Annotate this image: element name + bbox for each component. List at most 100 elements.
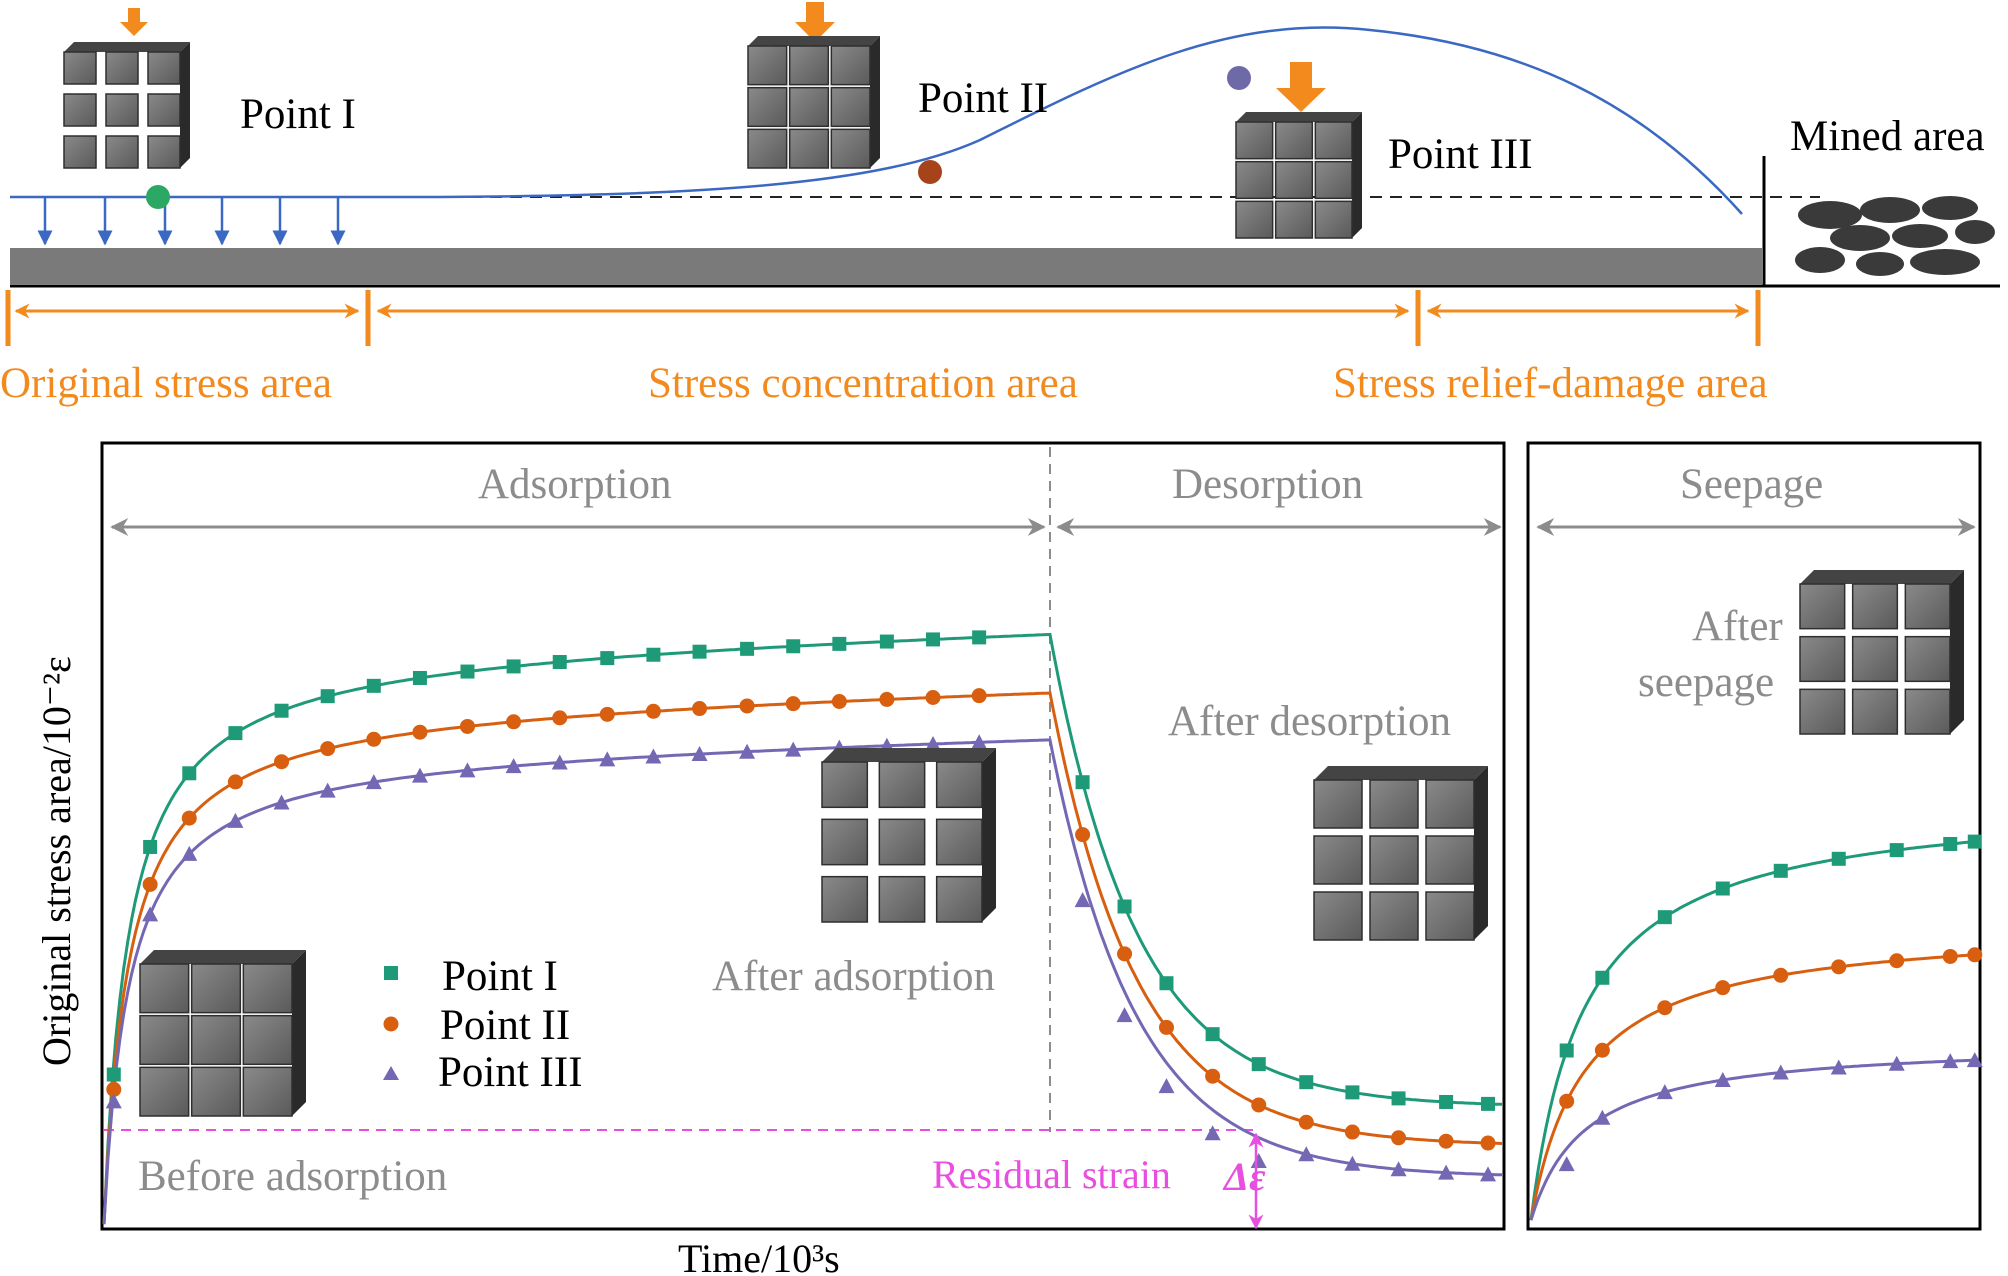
point-1-label: Point I <box>240 91 356 138</box>
seepage-marker-point-ii <box>1559 1093 1575 1109</box>
seepage-marker-point-i <box>1595 970 1610 985</box>
coal-cube-loose-icon <box>63 42 190 169</box>
marker-point-i <box>1481 1096 1496 1111</box>
marker-point-ii <box>142 876 158 892</box>
seepage-marker-point-ii <box>1657 1000 1673 1016</box>
marker-point-i <box>1299 1075 1314 1090</box>
point-2-marker <box>918 160 942 184</box>
marker-point-iii <box>1116 1007 1133 1023</box>
marker-point-i <box>832 636 847 651</box>
y-axis-label: Original stress area/10⁻²ε <box>34 656 79 1066</box>
zone-label-original: Original stress area <box>0 360 332 407</box>
marker-point-i <box>274 703 289 718</box>
zone-label-relief: Stress relief-damage area <box>1333 360 1768 407</box>
marker-point-ii <box>739 698 755 714</box>
marker-point-i <box>646 647 661 662</box>
marker-point-ii <box>1158 1019 1174 1035</box>
marker-point-i <box>506 659 521 674</box>
marker-point-ii <box>971 688 987 704</box>
zone-brackets <box>5 290 1761 346</box>
marker-point-i <box>1117 899 1132 914</box>
seepage-marker-point-i <box>1831 851 1846 866</box>
marker-point-iii <box>459 762 476 778</box>
seepage-marker-point-ii <box>1773 967 1789 983</box>
seepage-marker-point-ii <box>1942 948 1958 964</box>
seepage-marker-point-iii <box>1714 1071 1731 1087</box>
marker-point-iii <box>1438 1164 1455 1180</box>
marker-point-ii <box>1344 1124 1360 1140</box>
marker-point-iii <box>142 906 159 922</box>
after-desorption-label: After desorption <box>1168 698 1451 745</box>
seepage-marker-point-iii <box>1888 1055 1905 1071</box>
marker-point-i <box>1205 1027 1220 1042</box>
coal-cube-compressed-icon <box>747 36 880 169</box>
legend-label-point-3: Point III <box>438 1049 583 1096</box>
marker-point-ii <box>552 710 568 726</box>
after-seepage-label-line-2: seepage <box>1638 659 1774 706</box>
marker-point-i <box>106 1067 121 1082</box>
seepage-marker-point-iii <box>1966 1052 1983 1068</box>
marker-point-ii <box>106 1081 122 1097</box>
marker-point-ii <box>645 703 661 719</box>
marker-point-iii <box>551 754 568 770</box>
seepage-marker-point-i <box>1715 881 1730 896</box>
marker-point-i <box>143 839 158 854</box>
marker-point-ii <box>1075 827 1091 843</box>
marker-point-ii <box>366 731 382 747</box>
marker-point-iii <box>1344 1155 1361 1171</box>
coal-cube-after-seepage-icon <box>1799 570 1964 735</box>
marker-point-iii <box>785 741 802 757</box>
coal-cube-after-adsorption-icon <box>821 748 996 923</box>
legend-marker-point-1 <box>384 966 398 980</box>
legend-label-point-2: Point II <box>440 1002 570 1049</box>
marker-point-i <box>1159 976 1174 991</box>
adsorption-label: Adsorption <box>478 461 672 508</box>
marker-point-ii <box>412 724 428 740</box>
marker-point-ii <box>1438 1133 1454 1149</box>
marker-point-i <box>600 651 615 666</box>
seepage-marker-point-iii <box>1558 1156 1575 1172</box>
marker-point-iii <box>1480 1166 1497 1182</box>
zone-label-concentration: Stress concentration area <box>648 360 1078 407</box>
chart-frame-seepage <box>1526 441 1982 1231</box>
marker-point-i <box>740 641 755 656</box>
seepage-marker-point-iii <box>1772 1064 1789 1080</box>
coal-seam-bar <box>10 248 1762 284</box>
marker-point-i <box>182 766 197 781</box>
seepage-marker-point-ii <box>1715 980 1731 996</box>
load-arrow-small <box>120 8 148 36</box>
seepage-marker-point-ii <box>1889 953 1905 969</box>
marker-point-ii <box>599 706 615 722</box>
marker-point-i <box>366 678 381 693</box>
load-arrow-medium <box>795 2 835 42</box>
marker-point-iii <box>1158 1078 1175 1094</box>
marker-point-i <box>552 655 567 670</box>
marker-point-ii <box>506 714 522 730</box>
seepage-marker-point-iii <box>1594 1109 1611 1125</box>
marker-point-i <box>412 670 427 685</box>
curve-point-iii <box>102 738 1503 1225</box>
marker-point-iii <box>645 748 662 764</box>
seepage-curve-point-ii <box>1529 953 1978 1221</box>
marker-point-ii <box>1480 1135 1496 1151</box>
marker-point-i <box>879 634 894 649</box>
point-3-marker <box>1227 66 1251 90</box>
seepage-marker-point-i <box>1943 836 1958 851</box>
delta-epsilon-symbol: Δε <box>1222 1154 1266 1199</box>
seepage-marker-point-ii <box>1831 959 1847 975</box>
abutment-stress-curve <box>10 26 1743 215</box>
marker-point-iii <box>365 774 382 790</box>
legend-label-point-1: Point I <box>442 953 558 1000</box>
marker-point-i <box>460 664 475 679</box>
after-adsorption-label: After adsorption <box>712 953 995 1000</box>
marker-point-i <box>926 632 941 647</box>
seepage-marker-point-i <box>1967 834 1982 849</box>
marker-point-iii <box>1390 1161 1407 1177</box>
marker-point-ii <box>879 691 895 707</box>
mined-area-label: Mined area <box>1790 113 1985 160</box>
marker-point-ii <box>181 810 197 826</box>
marker-point-ii <box>1117 946 1133 962</box>
coal-cube-damaged-icon <box>1235 112 1362 239</box>
legend-marker-point-3 <box>383 1066 399 1080</box>
